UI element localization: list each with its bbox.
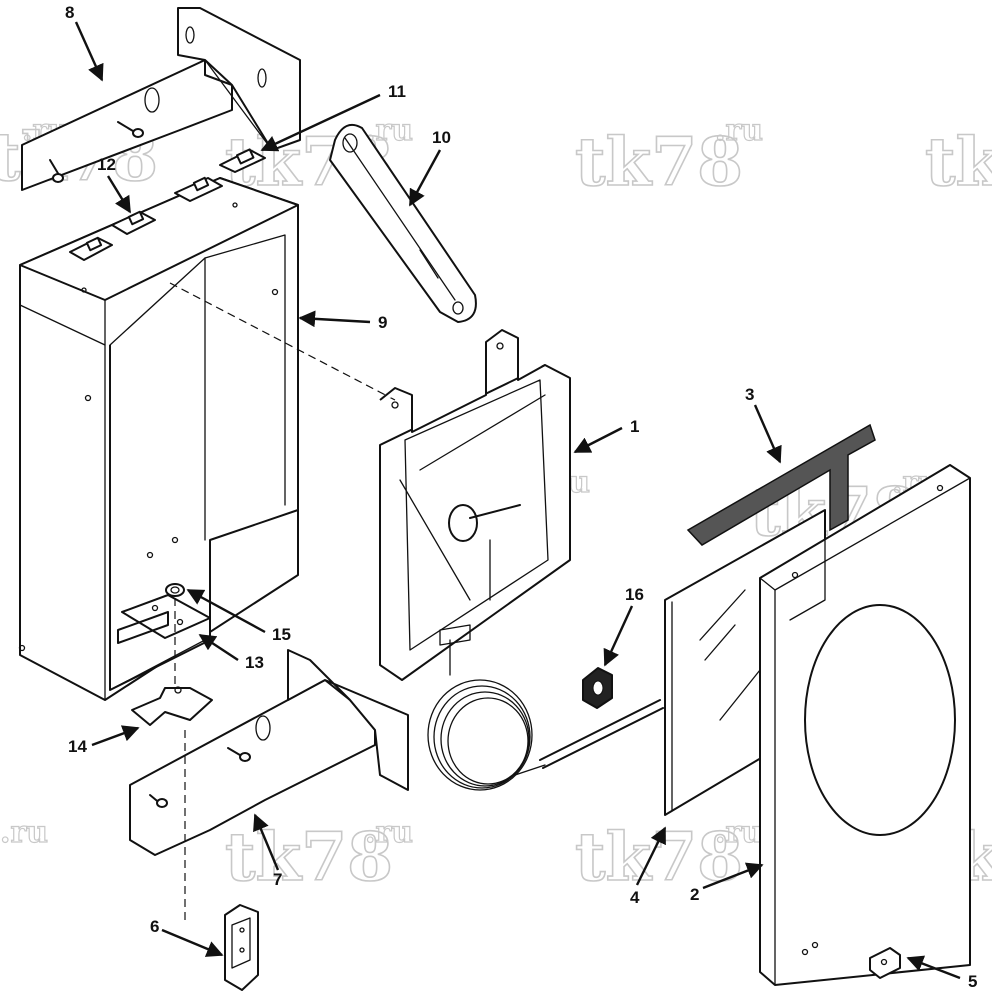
part-6-catch <box>224 904 259 991</box>
callout-label: 9 <box>378 313 387 332</box>
callout-3: 3 <box>745 385 782 464</box>
callout-8: 8 <box>65 3 104 82</box>
part-11-hinge <box>219 148 266 173</box>
callout-label: 8 <box>65 3 74 22</box>
watermark-9: tk78 .ru <box>224 814 413 896</box>
callout-7: 7 <box>253 813 282 889</box>
watermark-4: tk78 <box>924 122 992 202</box>
callout-label: 10 <box>432 128 451 147</box>
part-2-door-frame <box>759 464 971 986</box>
part-12-hinges <box>69 176 238 293</box>
callout-15: 15 <box>186 588 291 644</box>
callout-16: 16 <box>603 585 644 667</box>
callout-label: 7 <box>273 870 282 889</box>
watermark-text: tk78 <box>225 818 393 896</box>
callout-6: 6 <box>150 917 224 957</box>
callout-label: 4 <box>630 888 640 907</box>
watermark-suffix: .ru <box>365 815 413 850</box>
part-10-link-arm <box>329 124 477 323</box>
part-1-damper-plate <box>379 329 571 681</box>
watermark-text: tk78 <box>575 123 743 201</box>
callout-label: 5 <box>968 972 977 991</box>
watermark-10: tk78 .ru <box>574 814 763 896</box>
watermark-suffix: .ru <box>0 815 48 850</box>
callout-label: 15 <box>272 625 291 644</box>
callout-label: 14 <box>68 737 87 756</box>
callout-label: 12 <box>97 155 116 174</box>
watermark-suffix: .ru <box>715 113 763 148</box>
part-15-washer <box>165 583 185 597</box>
callout-14: 14 <box>68 725 140 756</box>
part-14-bracket <box>131 686 213 726</box>
callout-1: 1 <box>573 417 639 454</box>
callout-label: 1 <box>630 417 639 436</box>
callout-5: 5 <box>906 955 977 991</box>
callout-11: 11 <box>260 82 406 152</box>
capillary-coil <box>427 639 664 791</box>
part-16-clip <box>582 667 613 709</box>
callout-label: 13 <box>245 653 264 672</box>
watermark-suffix: .ru <box>715 815 763 850</box>
callout-label: 11 <box>388 82 406 101</box>
part-3-gasket <box>686 423 876 546</box>
callout-2: 2 <box>690 862 764 904</box>
callout-label: 16 <box>625 585 644 604</box>
callout-label: 6 <box>150 917 159 936</box>
part-5-latch <box>869 947 901 979</box>
callout-12: 12 <box>97 155 132 214</box>
callout-10: 10 <box>408 128 451 207</box>
watermark-text: tk78 <box>925 123 992 201</box>
part-7-lower-bracket <box>129 649 409 920</box>
callout-label: 2 <box>690 885 699 904</box>
part-13-plate <box>117 594 211 700</box>
callout-label: 3 <box>745 385 754 404</box>
callout-13: 13 <box>198 633 264 672</box>
callout-9: 9 <box>298 310 387 332</box>
watermark-8: .ru <box>0 814 49 850</box>
watermark-3: tk78 .ru <box>574 112 763 201</box>
callout-4: 4 <box>630 826 667 907</box>
